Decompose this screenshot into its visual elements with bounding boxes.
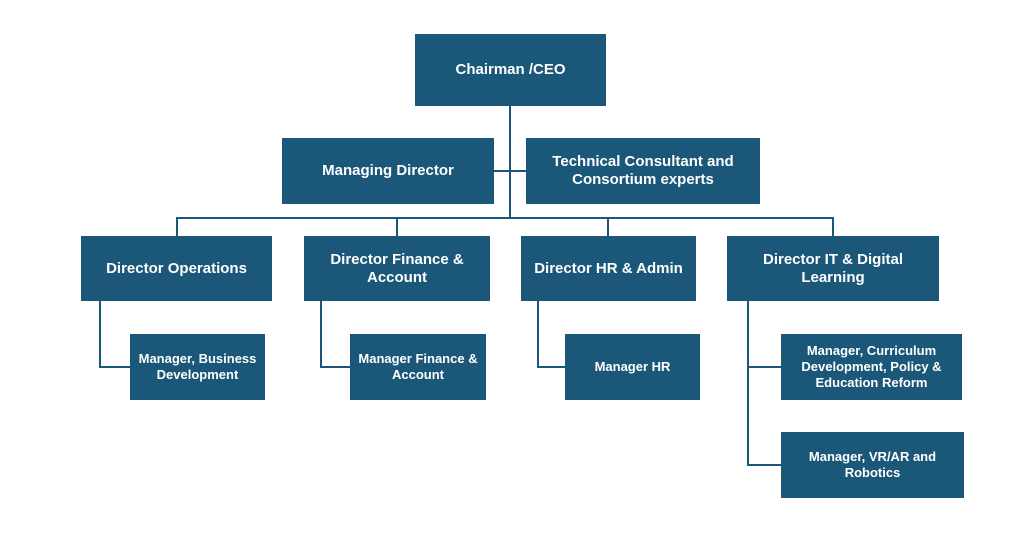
node-label: Manager, VR/AR and Robotics: [808, 448, 937, 480]
node-label: Director Operations: [106, 259, 247, 277]
node-label: Managing Director: [322, 162, 454, 179]
node-manager-vr-ar-robotics: Manager, VR/AR and Robotics: [781, 432, 964, 498]
node-director-hr-admin: Director HR & Admin: [521, 236, 696, 301]
node-manager-business-development: Manager, Business Development: [130, 334, 265, 400]
node-label: Director HR & Admin: [534, 259, 683, 277]
node-label: Manager, Business Development: [138, 350, 257, 382]
node-label: Director IT & Digital Learning: [762, 250, 904, 286]
node-director-operations: Director Operations: [81, 236, 272, 301]
node-manager-curriculum-development: Manager, Curriculum Development, Policy …: [781, 334, 962, 400]
node-managing-director: Managing Director: [282, 138, 494, 204]
node-manager-finance-account: Manager Finance & Account: [350, 334, 486, 400]
node-chairman-ceo: Chairman /CEO: [415, 34, 606, 106]
node-label: Director Finance & Account: [330, 250, 464, 286]
node-label: Technical Consultant and Consortium expe…: [552, 153, 734, 188]
node-label: Manager, Curriculum Development, Policy …: [801, 342, 942, 391]
node-label: Chairman /CEO: [455, 61, 566, 78]
node-technical-consultant: Technical Consultant and Consortium expe…: [526, 138, 760, 204]
node-manager-hr: Manager HR: [565, 334, 700, 400]
node-label: Manager Finance & Account: [358, 350, 478, 382]
node-director-it-digital-learning: Director IT & Digital Learning: [727, 236, 939, 301]
node-label: Manager HR: [594, 358, 671, 374]
node-director-finance: Director Finance & Account: [304, 236, 490, 301]
